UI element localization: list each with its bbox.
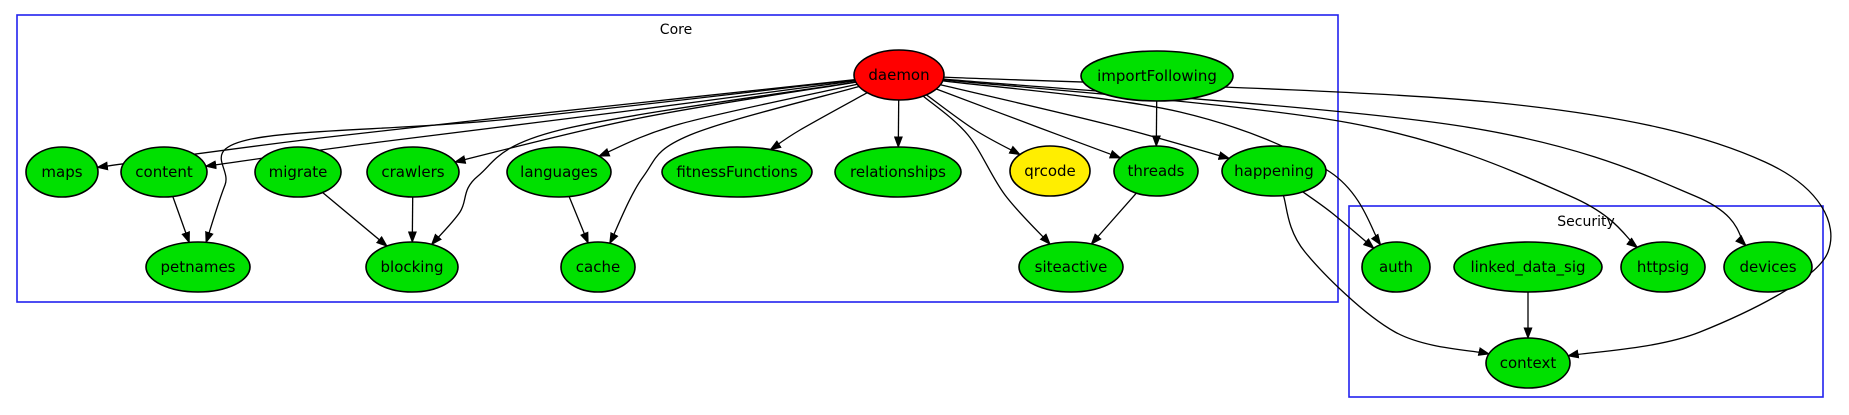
node-languages-shape: [506, 146, 612, 198]
edge-content-petnames: [172, 196, 190, 244]
node-migrate-label: migrate: [269, 163, 328, 181]
node-qrcode: qrcode: [1009, 145, 1091, 197]
node-languages: languages: [506, 146, 612, 198]
node-siteactive: siteactive: [1018, 241, 1124, 293]
edge-threads-siteactive: [1090, 192, 1137, 246]
edge-daemon-httpsig: [943, 79, 1639, 249]
node-content-label: content: [135, 163, 193, 181]
edge-daemon-petnames: [205, 79, 855, 244]
node-fitnessFunctions-shape: [661, 146, 813, 198]
node-siteactive-label: siteactive: [1035, 258, 1108, 276]
node-petnames-label: petnames: [161, 258, 236, 276]
node-context-label: context: [1500, 354, 1557, 372]
node-blocking: blocking: [365, 241, 459, 293]
node-fitnessFunctions-label: fitnessFunctions: [676, 163, 797, 181]
node-httpsig: httpsig: [1620, 241, 1706, 293]
edge-languages-cache: [568, 196, 589, 245]
edge-daemon-happening: [940, 84, 1231, 160]
node-threads: threads: [1113, 145, 1199, 197]
node-devices-shape: [1723, 241, 1813, 293]
node-threads-shape: [1113, 145, 1199, 197]
node-cache: cache: [560, 241, 636, 293]
node-maps-label: maps: [41, 163, 82, 181]
node-devices-label: devices: [1739, 258, 1796, 276]
cluster-security-box: [1348, 205, 1824, 398]
edge-daemon-qrcode: [926, 94, 1022, 156]
node-crawlers-label: crawlers: [381, 163, 444, 181]
node-daemon: daemon: [853, 49, 945, 101]
node-migrate: migrate: [254, 146, 342, 198]
node-linked_data_sig-label: linked_data_sig: [1470, 258, 1585, 277]
node-migrate-shape: [254, 146, 342, 198]
node-qrcode-shape: [1009, 145, 1091, 197]
node-petnames: petnames: [145, 241, 251, 293]
node-content: content: [120, 146, 208, 198]
edge-daemon-auth: [942, 80, 1382, 246]
node-maps: maps: [25, 146, 99, 198]
node-content-shape: [120, 146, 208, 198]
node-importFollowing-label: importFollowing: [1097, 67, 1217, 85]
node-blocking-shape: [365, 241, 459, 293]
node-crawlers-shape: [366, 146, 460, 198]
edge-daemon-siteactive: [922, 95, 1052, 246]
edge-daemon-cache: [609, 85, 860, 245]
node-cache-shape: [560, 241, 636, 293]
node-crawlers: crawlers: [366, 146, 460, 198]
node-relationships-shape: [834, 146, 962, 198]
node-happening-label: happening: [1234, 162, 1314, 180]
cluster-core-label: Core: [660, 22, 692, 38]
node-context-shape: [1485, 337, 1571, 389]
node-threads-label: threads: [1128, 162, 1185, 180]
node-siteactive-shape: [1018, 241, 1124, 293]
node-daemon-shape: [853, 49, 945, 101]
node-languages-label: languages: [520, 163, 598, 181]
node-importFollowing-shape: [1080, 50, 1234, 102]
node-happening-shape: [1221, 145, 1327, 197]
edge-daemon-context: [943, 76, 1832, 359]
edge-daemon-blocking: [430, 81, 856, 246]
node-relationships: relationships: [834, 146, 962, 198]
node-relationships-label: relationships: [850, 163, 946, 181]
cluster-security-label: Security: [1557, 214, 1615, 230]
node-auth-shape: [1361, 241, 1431, 293]
node-httpsig-label: httpsig: [1637, 258, 1689, 276]
node-devices: devices: [1723, 241, 1813, 293]
node-qrcode-label: qrcode: [1024, 162, 1076, 180]
node-httpsig-shape: [1620, 241, 1706, 293]
node-linked_data_sig-shape: [1453, 241, 1603, 293]
edge-happening-auth: [1302, 191, 1375, 250]
node-petnames-shape: [145, 241, 251, 293]
node-happening: happening: [1221, 145, 1327, 197]
node-linked_data_sig: linked_data_sig: [1453, 241, 1603, 293]
edge-daemon-crawlers: [453, 81, 857, 164]
node-importFollowing: importFollowing: [1080, 50, 1234, 102]
node-context: context: [1485, 337, 1571, 389]
edge-daemon-languages: [597, 83, 858, 157]
node-maps-shape: [25, 146, 99, 198]
node-auth: auth: [1361, 241, 1431, 293]
edge-daemon-fitnessFunctions: [769, 92, 868, 151]
edge-migrate-blocking: [322, 192, 389, 248]
node-auth-label: auth: [1379, 258, 1413, 276]
node-daemon-label: daemon: [868, 66, 929, 84]
edge-happening-context: [1282, 195, 1491, 356]
node-blocking-label: blocking: [381, 258, 444, 276]
cluster-core-box: [16, 14, 1339, 303]
node-cache-label: cache: [576, 258, 620, 276]
node-fitnessFunctions: fitnessFunctions: [661, 146, 813, 198]
edge-daemon-threads: [936, 88, 1122, 159]
edge-daemon-maps: [95, 79, 855, 171]
